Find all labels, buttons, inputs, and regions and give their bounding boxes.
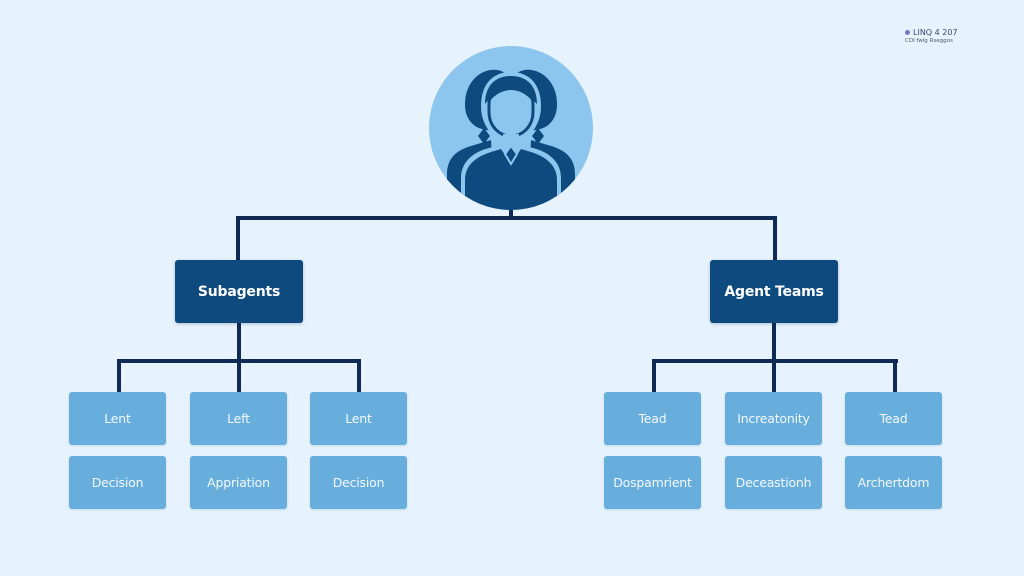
branch-box-agent-teams[interactable]: Agent Teams	[710, 260, 838, 323]
leaf-label: Tead	[879, 411, 908, 426]
branch-box-subagents[interactable]: Subagents	[175, 260, 303, 323]
leaf-box[interactable]: Archertdom	[845, 456, 942, 509]
leaf-label: Deceastionh	[735, 475, 812, 490]
right-branch-drop-line	[773, 216, 777, 262]
team-people-icon	[447, 69, 575, 210]
legend: LINQ 4 207 CDI fwlg Rseggos	[905, 28, 958, 45]
left-branch-stem-line	[237, 322, 241, 362]
leaf-label: Tead	[638, 411, 667, 426]
legend-dot-icon	[905, 30, 910, 35]
branch-label: Agent Teams	[724, 283, 824, 300]
left-child-1-drop-line	[117, 359, 121, 393]
right-branch-stem-line	[772, 322, 776, 362]
leaf-box[interactable]: Lent	[310, 392, 407, 445]
leaf-box[interactable]: Deceastionh	[725, 456, 822, 509]
leaf-box[interactable]: Decision	[69, 456, 166, 509]
left-child-3-drop-line	[357, 359, 361, 393]
leaf-label: Dospamrient	[613, 475, 692, 490]
leaf-box[interactable]: Tead	[604, 392, 701, 445]
leaf-label: Decision	[91, 475, 144, 490]
leaf-box[interactable]: Lent	[69, 392, 166, 445]
right-child-2-drop-line	[772, 359, 776, 393]
leaf-box[interactable]: Decision	[310, 456, 407, 509]
leaf-label: Increatonity	[737, 411, 810, 426]
leaf-box[interactable]: Appriation	[190, 456, 287, 509]
root-horizontal-line	[236, 216, 777, 220]
right-child-1-drop-line	[652, 359, 656, 393]
root-trunk-line	[509, 205, 513, 220]
leaf-label: Left	[227, 411, 250, 426]
leaf-label: Decision	[332, 475, 385, 490]
leaf-box[interactable]: Tead	[845, 392, 942, 445]
leaf-label: Archertdom	[857, 475, 930, 490]
left-branch-drop-line	[236, 216, 240, 262]
left-child-2-drop-line	[237, 359, 241, 393]
legend-subtitle: CDI fwlg Rseggos	[905, 38, 953, 44]
leaf-box[interactable]: Increatonity	[725, 392, 822, 445]
leaf-box[interactable]: Left	[190, 392, 287, 445]
leaf-label: Lent	[345, 411, 372, 426]
leaf-box[interactable]: Dospamrient	[604, 456, 701, 509]
root-team-avatar	[429, 46, 593, 210]
branch-label: Subagents	[197, 283, 281, 300]
leaf-label: Lent	[104, 411, 131, 426]
right-child-3-drop-line	[893, 359, 897, 393]
leaf-label: Appriation	[207, 475, 270, 490]
legend-title: LINQ 4 207	[913, 28, 958, 37]
